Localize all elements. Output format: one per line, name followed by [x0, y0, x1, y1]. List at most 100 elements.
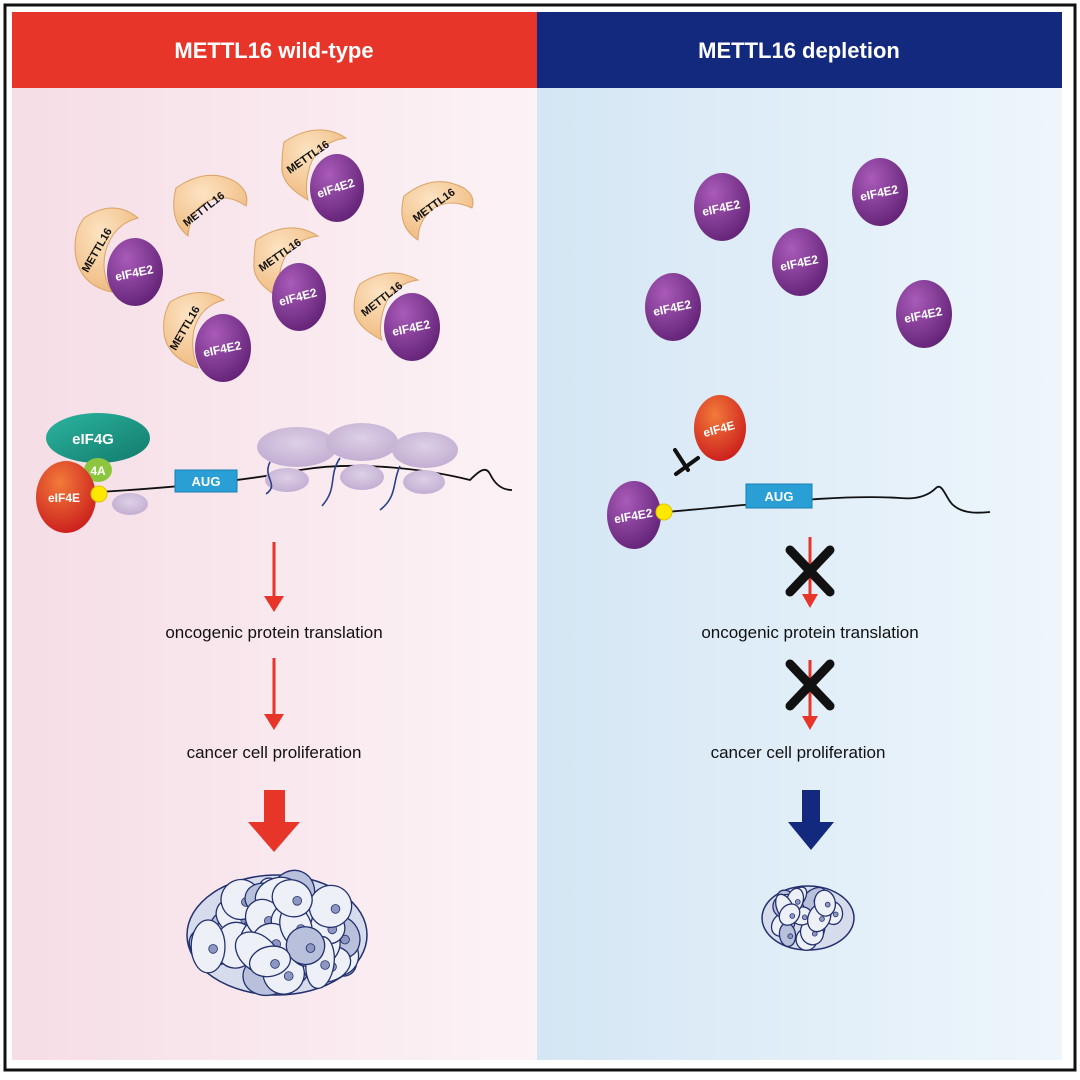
eif4e2-protein: [272, 263, 326, 331]
nascent-peptide: [321, 457, 341, 507]
cell-nucleus: [832, 911, 839, 918]
tumor-cell: [308, 884, 353, 929]
eif4e2-protein: [107, 238, 163, 306]
eif4e-protein: [36, 461, 96, 533]
aug-start-codon-box: [745, 483, 813, 509]
m7g-cap: [655, 503, 673, 521]
tumor-cell: [778, 903, 801, 926]
m7g-cap: [90, 485, 108, 503]
eif4e2-free: eIF4E2: [772, 228, 828, 296]
mettl16-protein: [353, 272, 420, 341]
cell-nucleus: [292, 895, 303, 906]
aug-start-codon-box: [174, 469, 238, 493]
eif4e2-protein: [195, 314, 251, 382]
ribosome-small-subunit: [265, 468, 309, 492]
eif4a-protein: [84, 458, 112, 482]
eif4e2-protein: [896, 280, 952, 348]
mettl16-protein: [163, 292, 226, 369]
ribosome-large-subunit: [326, 423, 398, 461]
mettl16-protein: [281, 129, 348, 202]
nascent-peptide: [265, 461, 273, 495]
left-flow: oncogenic protein translation cancer cel…: [165, 542, 383, 852]
right-protein-cloud: eIF4E2 eIF4E2 eIF4E2 eIF4E2 eIF4E2: [645, 158, 952, 348]
cell-nucleus: [789, 913, 796, 919]
cell-nucleus: [824, 901, 831, 908]
ribosome-small-subunit: [403, 470, 445, 494]
right-step-cancer-proliferation: cancer cell proliferation: [711, 743, 886, 762]
tumor-cell: [285, 926, 326, 966]
mettl16-eif4e2-complex: METTL16 eIF4E2: [163, 292, 251, 382]
eif4e2-protein: [310, 154, 364, 222]
blocked-x-icon: [785, 545, 835, 597]
left-step-cancer-proliferation: cancer cell proliferation: [187, 743, 362, 762]
right-step-oncogenic-translation: oncogenic protein translation: [701, 623, 918, 642]
right-translation-complex: AUG eIF4E2 eIF4E: [607, 395, 991, 549]
right-flow: oncogenic protein translation cancer cel…: [701, 537, 919, 850]
eif4e2-protein: [645, 273, 701, 341]
eif4g-label: eIF4G: [72, 431, 114, 448]
ribosome-large-subunit: [392, 432, 458, 468]
cell-nucleus: [819, 916, 825, 922]
mettl16-eif4e2-complex: METTL16 eIF4E2: [353, 272, 440, 361]
aug-label: AUG: [765, 489, 794, 504]
left-step-oncogenic-translation: oncogenic protein translation: [165, 623, 382, 642]
eif4e2-protein: [384, 293, 440, 361]
blocked-x-icon: [785, 659, 835, 711]
right-outcome-arrow: [788, 790, 834, 850]
eif4e2-protein: [772, 228, 828, 296]
cell-nucleus: [787, 933, 794, 939]
eif4e2-label: eIF4E2: [613, 506, 654, 527]
cell-nucleus: [330, 904, 341, 914]
eif4e2-free: eIF4E2: [694, 173, 750, 241]
left-protein-cloud: METTL16 eIF4E2 METTL16 METTL16 eIF4E2 ME…: [74, 129, 474, 382]
flow-arrow-head: [802, 716, 818, 730]
left-outcome-arrow: [248, 790, 300, 852]
cell-nucleus: [320, 960, 330, 970]
tumor-cell: [190, 919, 226, 974]
mettl16-eif4e2-complex: METTL16 eIF4E2: [253, 227, 326, 331]
cell-nucleus: [794, 899, 801, 905]
cell-nucleus: [208, 944, 218, 954]
eif4e2-bound-cap: [607, 481, 661, 549]
eif4e2-protein: [694, 173, 750, 241]
eif4e2-free: eIF4E2: [896, 280, 952, 348]
cell-nucleus: [283, 971, 294, 981]
right-panel-header: [537, 12, 1062, 88]
tumor-cell: [813, 889, 837, 917]
eif4e2-protein: [852, 158, 908, 226]
left-panel-title: METTL16 wild-type: [174, 38, 373, 63]
right-panel-title: METTL16 depletion: [698, 38, 900, 63]
mettl16-protein: [74, 207, 140, 293]
eif4e-protein: [694, 395, 746, 461]
flow-arrow-head: [264, 596, 284, 612]
flow-arrow-head: [802, 594, 818, 608]
aug-label: AUG: [192, 474, 221, 489]
eif4g-protein: [46, 413, 150, 463]
mettl16-protein: [173, 174, 248, 237]
tumor-cell: [248, 945, 292, 978]
eif4e-label: eIF4E: [48, 491, 80, 505]
ribosome-group: [257, 423, 458, 511]
nascent-peptide: [379, 465, 401, 511]
cell-nucleus: [801, 914, 808, 921]
ribosome-large-subunit: [257, 427, 337, 467]
mettl16-eif4e2-complex: METTL16 eIF4E2: [74, 207, 163, 306]
flow-arrow-head: [264, 714, 284, 730]
left-translation-complex: AUG eIF4G 4A eIF4E: [36, 413, 513, 533]
right-tumor-cell-cluster: [761, 885, 855, 951]
ribosome-small-subunit: [340, 464, 384, 490]
mettl16-eif4e2-complex: METTL16 eIF4E2: [281, 129, 364, 222]
cell-nucleus: [305, 943, 316, 953]
eif4e2-free: eIF4E2: [852, 158, 908, 226]
cell-nucleus: [270, 959, 280, 969]
mettl16-protein: [401, 181, 474, 241]
inhibition-bar: [674, 456, 700, 476]
small-subunit-scanning: [112, 493, 148, 515]
tumor-cell: [271, 879, 313, 918]
left-panel-header: [12, 12, 537, 88]
eif4e2-free: eIF4E2: [645, 273, 701, 341]
left-tumor-cell-cluster: [186, 869, 368, 997]
eif4a-label: 4A: [90, 464, 106, 478]
